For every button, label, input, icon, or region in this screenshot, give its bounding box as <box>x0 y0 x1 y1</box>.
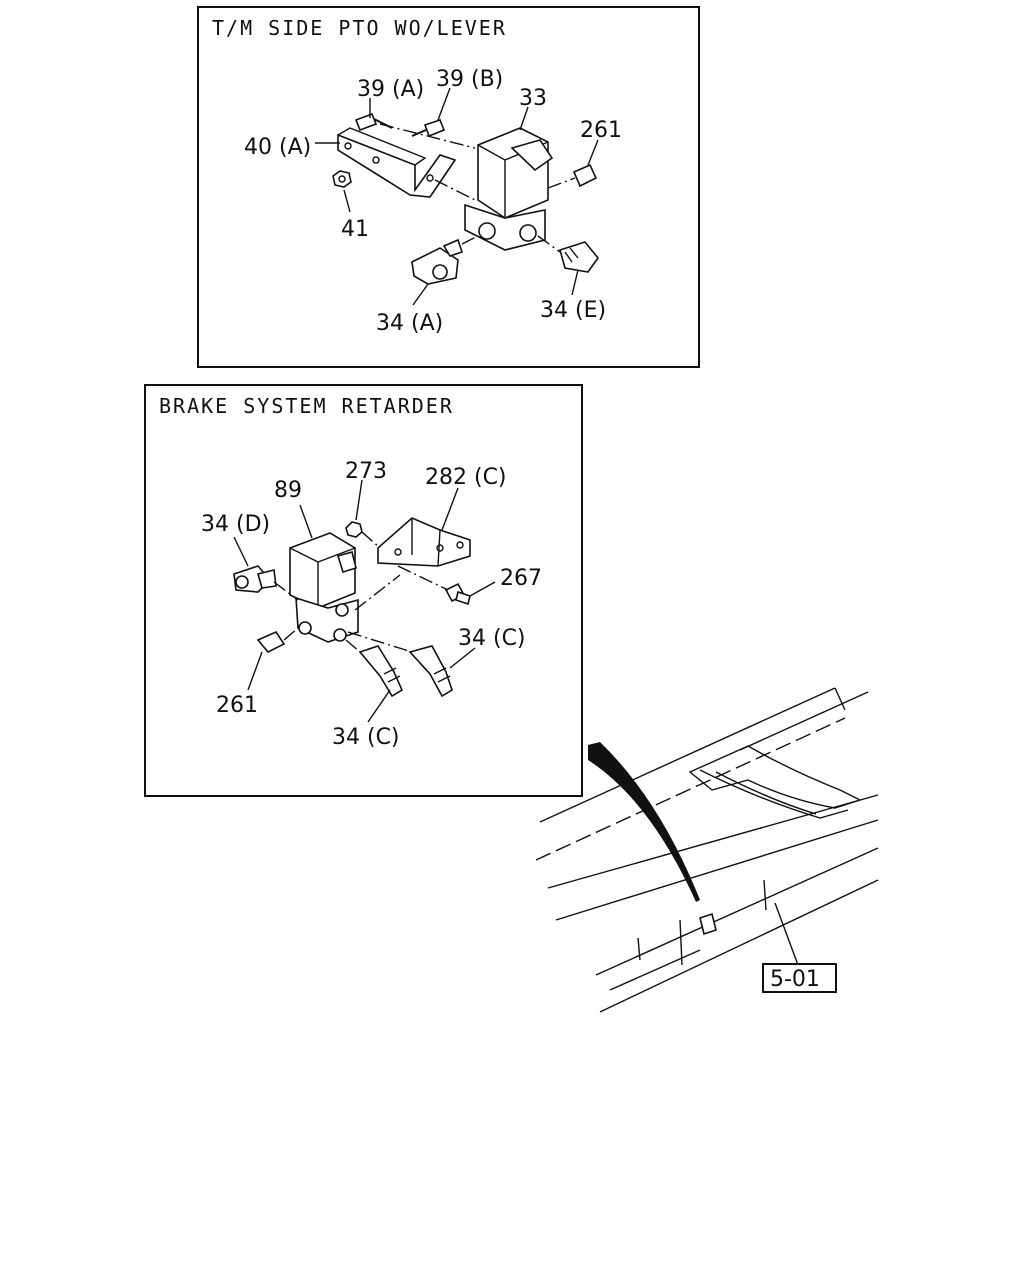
plug-261 <box>572 163 598 188</box>
bolt-267 <box>444 582 471 606</box>
callout-261-top: 261 <box>580 118 622 143</box>
callout-39b: 39 (B) <box>436 67 503 92</box>
callout-89: 89 <box>274 478 302 503</box>
bracket-40a <box>337 127 457 198</box>
location-pointer <box>588 742 700 902</box>
panel-frame <box>144 384 583 797</box>
valve-location-marker <box>699 912 717 936</box>
callout-34c-right: 34 (C) <box>458 626 526 651</box>
callout-39a: 39 (A) <box>357 77 424 102</box>
solenoid-valve-33 <box>464 127 554 251</box>
fitting-34c-left <box>358 645 404 698</box>
callout-273: 273 <box>345 459 387 484</box>
washer-273 <box>345 521 363 538</box>
callout-34a: 34 (A) <box>376 311 443 336</box>
panel-brake-system-retarder: BRAKE SYSTEM RETARDER <box>144 384 583 797</box>
callout-33: 33 <box>519 86 547 111</box>
panel-frame <box>197 6 700 368</box>
nut-41 <box>332 170 352 188</box>
panel-title: BRAKE SYSTEM RETARDER <box>159 394 454 418</box>
callout-34d: 34 (D) <box>201 512 270 537</box>
fitting-34c-right <box>408 645 453 698</box>
callout-40a: 40 (A) <box>244 135 311 160</box>
plug-261-bottom <box>256 630 286 653</box>
reference-box <box>762 963 837 993</box>
panel-title: T/M SIDE PTO WO/LEVER <box>212 16 507 40</box>
fitting-34a <box>411 238 464 285</box>
callout-267: 267 <box>500 566 542 591</box>
solenoid-valve-89 <box>289 532 359 643</box>
callout-261-bottom: 261 <box>216 693 258 718</box>
bolt-39b <box>411 119 446 138</box>
callout-41: 41 <box>341 217 369 242</box>
bolt-39a <box>354 112 393 132</box>
fitting-34d <box>233 565 277 593</box>
panel-tm-side-pto: T/M SIDE PTO WO/LEVER <box>197 6 700 368</box>
bracket-282c <box>377 517 471 567</box>
chassis-frame: 5-01 <box>535 687 879 1013</box>
callout-34e: 34 (E) <box>540 298 606 323</box>
callout-34c-bottom: 34 (C) <box>332 725 400 750</box>
reference-label: 5-01 <box>770 967 820 992</box>
fitting-34e <box>559 241 600 273</box>
callout-282c: 282 (C) <box>425 465 507 490</box>
